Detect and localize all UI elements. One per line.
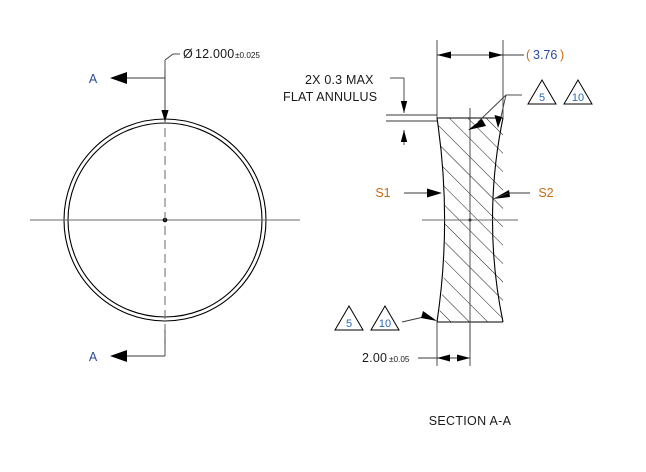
surface-finish-bottom-leader <box>401 311 437 323</box>
diameter-leader <box>161 53 180 122</box>
front-circle-view <box>30 100 300 345</box>
section-label-bottom: A <box>89 350 98 364</box>
flat-annulus-note-line2: FLAT ANNULUS <box>283 90 377 104</box>
surface-finish-top-value-2: 10 <box>572 92 584 104</box>
reference-open-paren: ( <box>526 48 531 62</box>
surface-finish-top-leader <box>468 94 522 130</box>
thickness-value: 2.00 <box>362 351 387 365</box>
reference-close-paren: ) <box>560 48 564 62</box>
surface-finish-triangle-top-2 <box>563 79 593 105</box>
surface-finish-triangle-bottom-2 <box>370 305 400 331</box>
thickness-tolerance: ±0.05 <box>389 355 410 364</box>
surface-finish-bottom-value-2: 10 <box>379 318 391 330</box>
section-arrowhead-top <box>110 72 127 84</box>
s2-leader <box>493 190 530 199</box>
surface-finish-triangle-top-1 <box>527 79 557 105</box>
section-arrowhead-bottom <box>110 350 127 362</box>
reference-value: 3.76 <box>533 48 557 62</box>
thickness-dimension-line <box>418 322 471 366</box>
diameter-arrowhead <box>161 110 169 122</box>
flat-annulus-leader <box>386 77 437 145</box>
surface-label-s1: S1 <box>375 186 390 200</box>
section-cut-bottom <box>110 330 166 362</box>
surface-finish-triangle-bottom-1 <box>334 305 364 331</box>
diameter-value: 12.000 <box>195 47 234 61</box>
diameter-symbol: Ø <box>183 47 193 61</box>
reference-dimension-line <box>436 40 524 118</box>
section-cut-top <box>110 70 166 100</box>
diameter-tolerance: ±0.025 <box>235 51 260 60</box>
surface-label-s2: S2 <box>538 186 553 200</box>
surface-finish-top-value-1: 5 <box>539 92 545 104</box>
section-label-top: A <box>89 72 98 86</box>
s1-leader <box>404 188 442 198</box>
surface-finish-bottom-value-1: 5 <box>346 318 352 330</box>
section-view-title: SECTION A-A <box>429 414 512 428</box>
flat-annulus-note-line1: 2X 0.3 MAX <box>305 73 374 87</box>
